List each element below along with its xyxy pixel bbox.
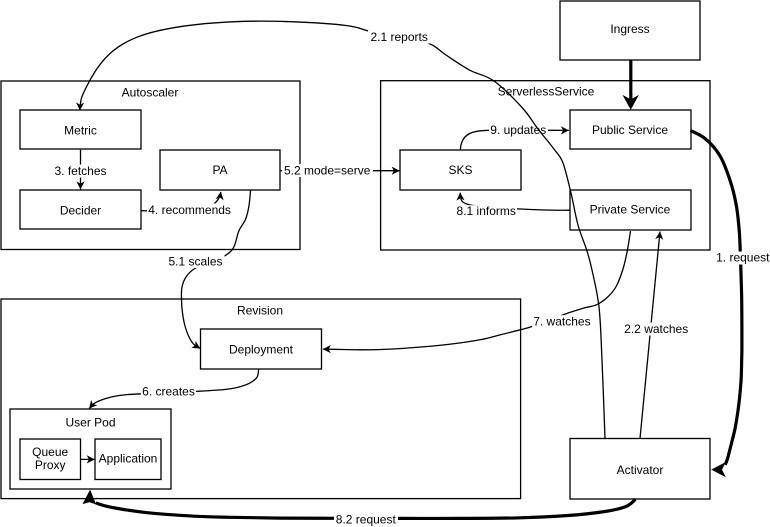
svg-text:Autoscaler: Autoscaler [122, 86, 179, 100]
svg-text:Deployment: Deployment [229, 342, 294, 356]
svg-text:7. watches: 7. watches [533, 315, 590, 329]
svg-text:Metric: Metric [64, 123, 97, 137]
svg-text:6. creates: 6. creates [142, 385, 195, 399]
svg-text:Revision: Revision [237, 304, 283, 318]
svg-text:4. recommends: 4. recommends [148, 203, 231, 217]
svg-text:Decider: Decider [60, 203, 101, 217]
svg-text:Public Service: Public Service [592, 123, 668, 137]
svg-text:ServerlessService: ServerlessService [498, 85, 595, 99]
svg-text:9. updates: 9. updates [490, 123, 546, 137]
svg-text:1. request: 1. request [716, 250, 770, 264]
svg-text:2.1 reports: 2.1 reports [371, 30, 428, 44]
svg-text:Ingress: Ingress [610, 22, 649, 36]
svg-text:Application: Application [99, 451, 158, 465]
svg-text:8.2 request: 8.2 request [336, 513, 397, 527]
svg-text:5.2 mode=serve: 5.2 mode=serve [284, 164, 371, 178]
svg-text:Queue: Queue [32, 445, 68, 459]
svg-text:PA: PA [212, 163, 227, 177]
svg-text:SKS: SKS [448, 163, 472, 177]
svg-text:3. fetches: 3. fetches [54, 164, 106, 178]
svg-text:Proxy: Proxy [35, 458, 66, 472]
svg-text:Activator: Activator [617, 463, 664, 477]
svg-text:8.1 informs: 8.1 informs [457, 204, 516, 218]
svg-text:5.1 scales: 5.1 scales [168, 255, 222, 269]
svg-text:Private Service: Private Service [590, 202, 671, 216]
svg-text:User Pod: User Pod [65, 415, 115, 429]
svg-text:2.2 watches: 2.2 watches [624, 322, 688, 336]
